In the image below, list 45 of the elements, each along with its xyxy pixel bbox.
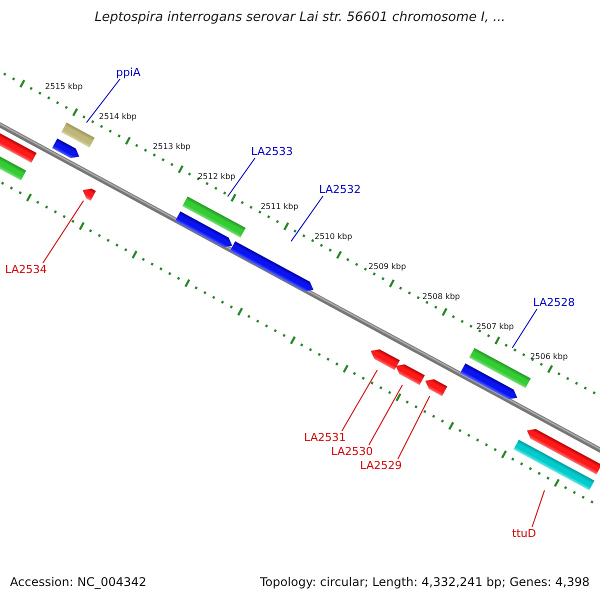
gene-segment xyxy=(370,349,400,370)
gene-label: LA2533 xyxy=(251,145,293,158)
gene-segment xyxy=(396,364,425,385)
gene-label: LA2528 xyxy=(533,296,575,309)
gene-label: ttuD xyxy=(512,527,536,540)
leader-line xyxy=(512,308,538,348)
scale-label: 2508 kbp xyxy=(422,292,460,302)
leader-line xyxy=(368,384,403,446)
genome-info-text: Topology: circular; Length: 4,332,241 bp; Genes: 4,398 xyxy=(260,575,590,589)
scale-label: 2514 kbp xyxy=(98,112,137,122)
gene-segment xyxy=(175,211,232,248)
scale-label: 2507 kbp xyxy=(476,322,514,332)
gene-label: LA2532 xyxy=(319,183,361,196)
leader-line xyxy=(42,200,84,264)
gene-segment xyxy=(230,241,314,292)
gene-segment xyxy=(425,379,448,396)
gene-label: ppiA xyxy=(116,66,141,79)
scale-label: 2515 kbp xyxy=(45,82,83,92)
leader-line xyxy=(227,158,256,197)
gene-label: LA2529 xyxy=(360,459,402,472)
gene-segment xyxy=(526,429,600,474)
scale-label: 2510 kbp xyxy=(314,232,352,242)
gene-label: LA2530 xyxy=(331,445,373,458)
leader-line xyxy=(397,396,430,460)
leader-line xyxy=(290,196,324,242)
leader-line xyxy=(532,490,545,528)
leader-line xyxy=(341,370,378,432)
leader-line xyxy=(86,78,120,124)
scale-label: 2509 kbp xyxy=(368,262,406,272)
scale-label: 2506 kbp xyxy=(530,352,568,362)
gene-segment xyxy=(0,132,37,163)
gene-segment xyxy=(514,440,594,490)
accession-text: Accession: NC_004342 xyxy=(10,575,146,589)
gene-segment xyxy=(460,363,518,400)
gene-segment xyxy=(469,348,531,388)
gene-label: LA2534 xyxy=(5,263,47,276)
gene-label: LA2531 xyxy=(304,431,346,444)
gene-segment xyxy=(82,188,96,201)
title: Leptospira interrogans serovar Lai str. 56601 chromosome I, ... xyxy=(94,10,506,25)
scale-label: 2512 kbp xyxy=(198,172,236,182)
gene-segment xyxy=(52,138,80,158)
scale-label: 2513 kbp xyxy=(152,142,190,152)
scale-label: 2511 kbp xyxy=(260,202,298,212)
gene-segment xyxy=(61,122,95,148)
gene-segment xyxy=(182,196,246,238)
